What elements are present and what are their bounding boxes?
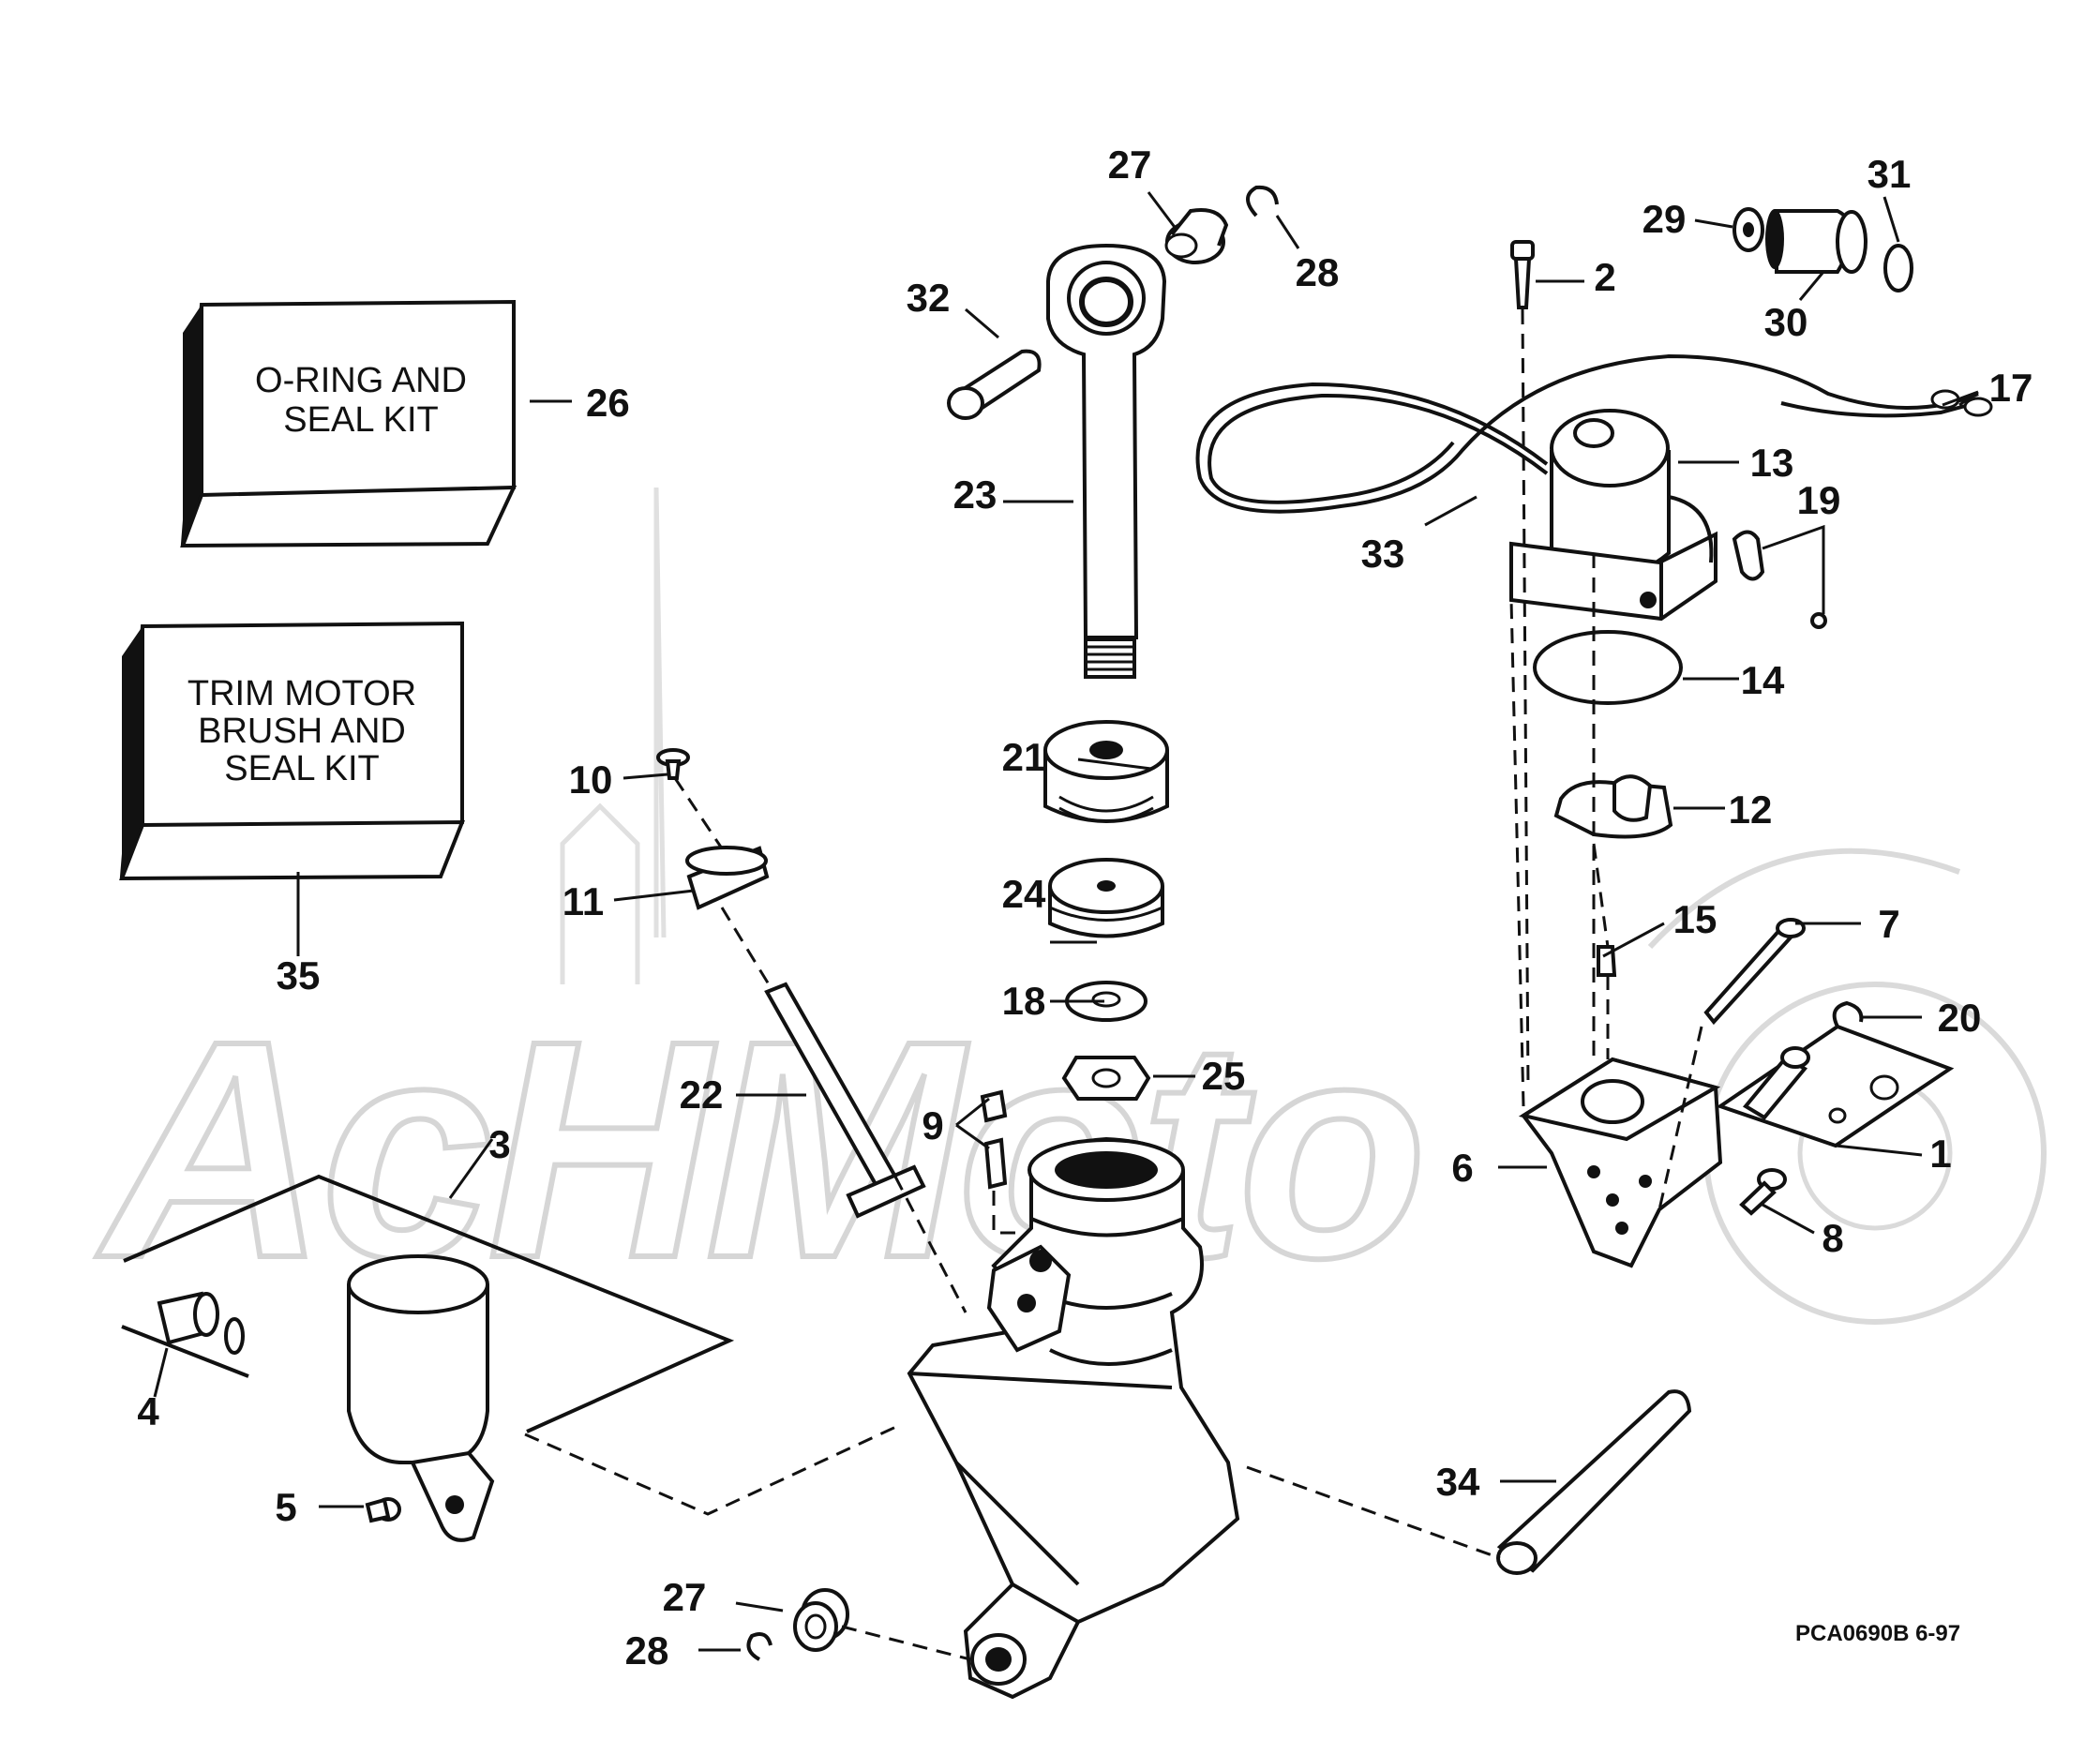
- callout-12: 12: [1729, 788, 1773, 832]
- part-plug-11: [685, 846, 770, 910]
- callout-15: 15: [1673, 897, 1718, 941]
- callout-29: 29: [1642, 197, 1687, 241]
- part-gasket-1: [1716, 1024, 1955, 1148]
- callout-24: 24: [1002, 872, 1046, 916]
- callout-3: 3: [488, 1122, 510, 1166]
- callout-32: 32: [907, 276, 951, 320]
- callout-13: 13: [1750, 441, 1794, 485]
- callout-14: 14: [1741, 658, 1785, 702]
- leader-lines: [153, 191, 1979, 1652]
- callout-10: 10: [569, 758, 613, 802]
- callout-5: 5: [275, 1485, 296, 1529]
- callout-22: 22: [680, 1072, 724, 1117]
- trim-kit-line-1: TRIM MOTOR: [188, 674, 416, 713]
- callout-28-bottom: 28: [625, 1628, 669, 1672]
- callout-27-bottom: 27: [663, 1575, 707, 1619]
- part-pin-32: [947, 349, 1042, 420]
- callout-26: 26: [586, 381, 630, 425]
- part-oring-14: [1533, 630, 1683, 705]
- trim-kit-line-3: SEAL KIT: [224, 749, 379, 788]
- callout-30: 30: [1764, 300, 1808, 344]
- callout-34: 34: [1436, 1460, 1480, 1504]
- callout-2: 2: [1594, 255, 1615, 299]
- part-fitting-4: [121, 1291, 249, 1378]
- callout-23: 23: [953, 472, 998, 517]
- part-trim-rod-23: [1046, 243, 1167, 679]
- part-trim-motor-13: [1509, 409, 1718, 622]
- callout-19: 19: [1797, 478, 1841, 522]
- part-wire-harness-33: [1195, 353, 1993, 514]
- callout-25: 25: [1202, 1054, 1246, 1098]
- watermark-text: AcHMoto: [94, 976, 1422, 1322]
- callout-27-top: 27: [1108, 142, 1152, 187]
- part-ring-28-top: [1246, 185, 1279, 218]
- part-oring-31: [1883, 244, 1913, 292]
- alignment-dashes: [524, 308, 1703, 1661]
- callout-7: 7: [1878, 902, 1899, 946]
- drawing-code: PCA0690B 6-97: [1795, 1621, 1960, 1646]
- part-bushing-27-top: [1164, 208, 1229, 264]
- part-grommet-29: [1732, 207, 1764, 252]
- part-pin-34: [1496, 1389, 1692, 1575]
- part-bushing-27-bottom: [793, 1588, 849, 1652]
- callout-8: 8: [1822, 1216, 1843, 1260]
- trim-motor-kit-box: TRIM MOTOR BRUSH AND SEAL KIT: [119, 621, 465, 881]
- part-nut-25: [1061, 1056, 1151, 1101]
- part-bolt-8: [1739, 1168, 1787, 1216]
- callout-11: 11: [562, 879, 604, 923]
- oring-kit-line-2: SEAL KIT: [283, 400, 438, 440]
- callout-9: 9: [922, 1103, 943, 1148]
- callout-4: 4: [137, 1389, 159, 1433]
- callout-1: 1: [1929, 1132, 1951, 1176]
- trim-kit-line-2: BRUSH AND: [198, 712, 406, 751]
- part-screw-2: [1510, 240, 1535, 309]
- oring-kit-line-1: O-RING AND: [255, 361, 467, 400]
- oring-seal-kit-box: O-RING AND SEAL KIT: [180, 299, 518, 548]
- part-clip-19: [1732, 530, 1827, 629]
- callout-18: 18: [1002, 979, 1046, 1023]
- part-cap-21: [1043, 720, 1169, 823]
- part-piston-24: [1048, 858, 1164, 938]
- part-ring-20: [1832, 1000, 1864, 1028]
- part-pump-body-6: [1518, 1057, 1723, 1268]
- callout-21: 21: [1002, 735, 1046, 779]
- part-screw-5: [365, 1497, 401, 1523]
- callout-28-top: 28: [1296, 250, 1340, 294]
- part-plug-10: [656, 748, 690, 780]
- callout-numbers: 26 35 27 28 32 23 2 29 30 31 17 13 33 19…: [137, 142, 2032, 1672]
- part-reservoir-3: [123, 1174, 735, 1542]
- part-ring-28-bottom: [746, 1632, 772, 1661]
- callout-31: 31: [1868, 152, 1912, 196]
- part-valve-12: [1553, 774, 1673, 839]
- callout-17: 17: [1989, 366, 2033, 410]
- callout-6: 6: [1451, 1146, 1473, 1190]
- part-trim-housing: [907, 1136, 1240, 1700]
- callout-33: 33: [1361, 532, 1405, 576]
- callout-20: 20: [1938, 996, 1982, 1040]
- callout-35: 35: [277, 953, 321, 998]
- part-connector-30: [1765, 209, 1868, 274]
